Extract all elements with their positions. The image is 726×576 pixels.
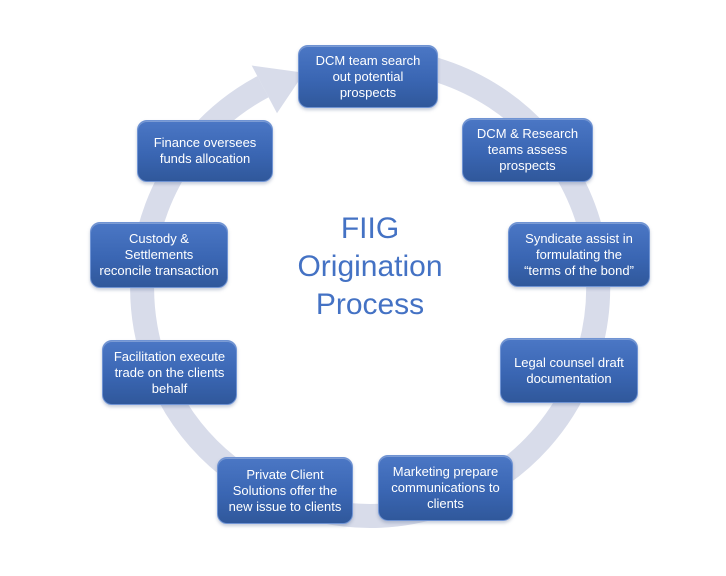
step-box-custody-settlements: Custody & Settlements reconcile transact… xyxy=(90,222,228,288)
step-box-finance-allocation: Finance oversees funds allocation xyxy=(137,120,273,182)
step-box-marketing-communications: Marketing prepare communications to clie… xyxy=(378,455,513,521)
diagram-title: FIIG Origination Process xyxy=(297,212,443,321)
step-label: Finance oversees funds allocation xyxy=(153,135,257,166)
step-label: Syndicate assist in formulating the “ter… xyxy=(524,230,634,278)
step-label: DCM team search out potential prospects xyxy=(315,52,421,100)
step-label: Marketing prepare communications to clie… xyxy=(391,464,500,511)
step-label: Custody & Settlements reconcile transact… xyxy=(99,231,219,278)
step-box-legal-documentation: Legal counsel draft documentation xyxy=(500,338,638,403)
step-box-dcm-research-assess: DCM & Research teams assess prospects xyxy=(462,118,593,182)
step-label: Facilitation execute trade on the client… xyxy=(113,348,226,396)
step-label: Legal counsel draft documentation xyxy=(514,354,624,386)
step-box-private-client-solutions: Private Client Solutions offer the new i… xyxy=(217,457,353,524)
step-box-syndicate-terms: Syndicate assist in formulating the “ter… xyxy=(508,222,650,287)
step-label: Private Client Solutions offer the new i… xyxy=(228,466,342,514)
cycle-arrow-head xyxy=(251,65,305,114)
step-box-dcm-search: DCM team search out potential prospects xyxy=(298,45,438,108)
step-box-facilitation-execute: Facilitation execute trade on the client… xyxy=(102,340,237,405)
step-label: DCM & Research teams assess prospects xyxy=(476,126,579,173)
